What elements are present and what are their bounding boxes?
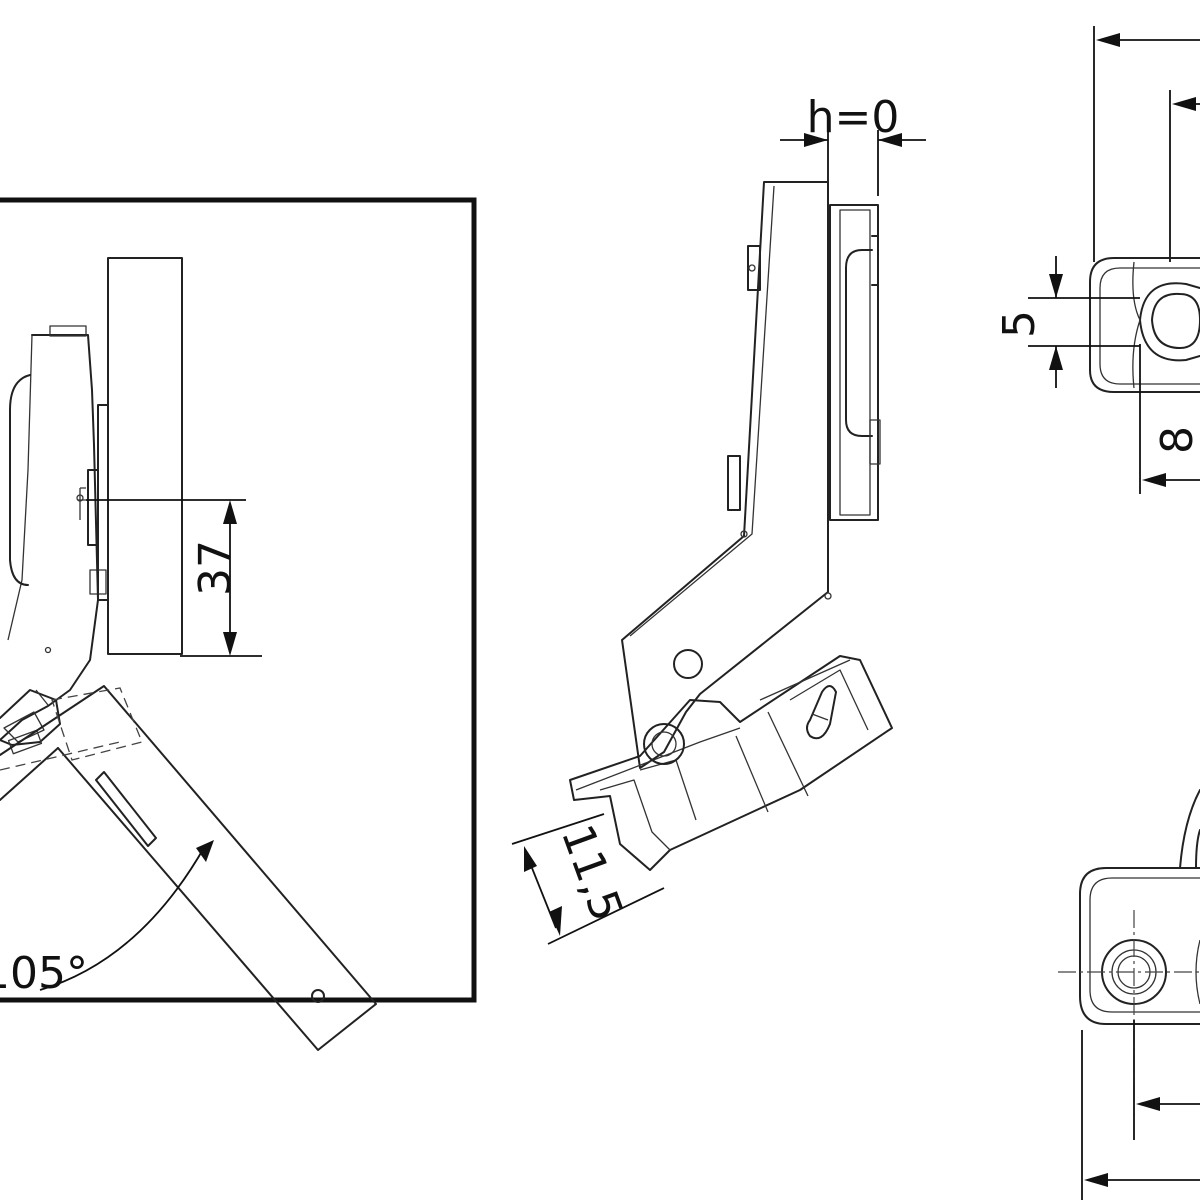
dimension-37: 37 — [86, 499, 262, 657]
linkage-detail — [3, 689, 49, 743]
dimension-h0-label: h=0 — [807, 92, 900, 143]
side-arm-rivet-top — [748, 264, 756, 272]
side-arm-clip-bottom — [727, 455, 741, 511]
dimension-11-5: 11,5 — [511, 813, 665, 945]
hinge-linkage — [0, 689, 61, 746]
arm-screw-slot — [78, 487, 86, 520]
side-arm-clip-top — [747, 245, 761, 291]
side-arm-pivot — [824, 592, 832, 600]
top-cup-edge — [1195, 939, 1200, 1005]
dimension-11-5-label: 11,5 — [551, 818, 632, 928]
top-mounting-plate-inner — [1099, 267, 1200, 385]
hinge-arm-inner — [7, 334, 33, 641]
top-cup-plate — [1079, 867, 1200, 1025]
opening-view: 37 105° — [0, 197, 477, 1051]
side-view: h=0 11,5 — [511, 92, 926, 945]
arm-cover-left — [9, 374, 31, 586]
side-cup-pin-inner — [651, 731, 677, 757]
side-plate-cam-top — [845, 235, 879, 437]
door-edge-top — [0, 747, 59, 801]
dimension-h0: h=0 — [780, 92, 926, 196]
door-slot — [95, 771, 157, 847]
door-screw-hole — [311, 989, 325, 1003]
top-cup-plate-inner — [1089, 877, 1200, 1013]
hinge-arm-body — [0, 334, 99, 741]
arm-screw-point — [76, 494, 84, 502]
arm-pivot-point — [44, 646, 52, 654]
door-hidden-line — [0, 741, 121, 771]
side-plate-cam-bottom — [869, 419, 881, 465]
opening-angle-dimension: 105° — [0, 840, 214, 999]
side-arm-pivot-2 — [740, 530, 748, 538]
hinge-arm-top-lug — [49, 325, 87, 337]
door-hidden-cup — [51, 687, 143, 761]
top-view: 5 8 — [994, 26, 1200, 1200]
top-plate-edge — [1132, 261, 1141, 389]
dimension-8-label: 8 — [1152, 426, 1200, 454]
side-arm-hole — [673, 649, 703, 679]
side-plate-rib — [839, 209, 871, 516]
dimension-5-label: 5 — [994, 310, 1045, 338]
side-cup-pin-outer — [643, 723, 685, 765]
top-plate-slot-inner — [1151, 292, 1200, 349]
cabinet-side-panel — [107, 257, 183, 655]
side-arm-inner-line — [629, 185, 775, 637]
side-cup-rim — [575, 659, 851, 791]
side-hinge-cup — [569, 655, 893, 871]
dimension-5: 5 — [994, 256, 1140, 388]
door-panel — [0, 685, 377, 1051]
side-hinge-arm — [621, 181, 829, 769]
side-cup-inner — [599, 669, 869, 851]
side-mounting-plate — [829, 204, 879, 521]
side-cup-screw-slot — [806, 685, 837, 740]
top-cup-arm — [1179, 789, 1200, 869]
opening-angle-label: 105° — [0, 948, 88, 999]
view-frame — [0, 197, 477, 1003]
dimension-37-label: 37 — [190, 540, 241, 596]
top-mounting-plate — [1089, 257, 1200, 393]
dimension-8: 8 — [1139, 344, 1200, 494]
